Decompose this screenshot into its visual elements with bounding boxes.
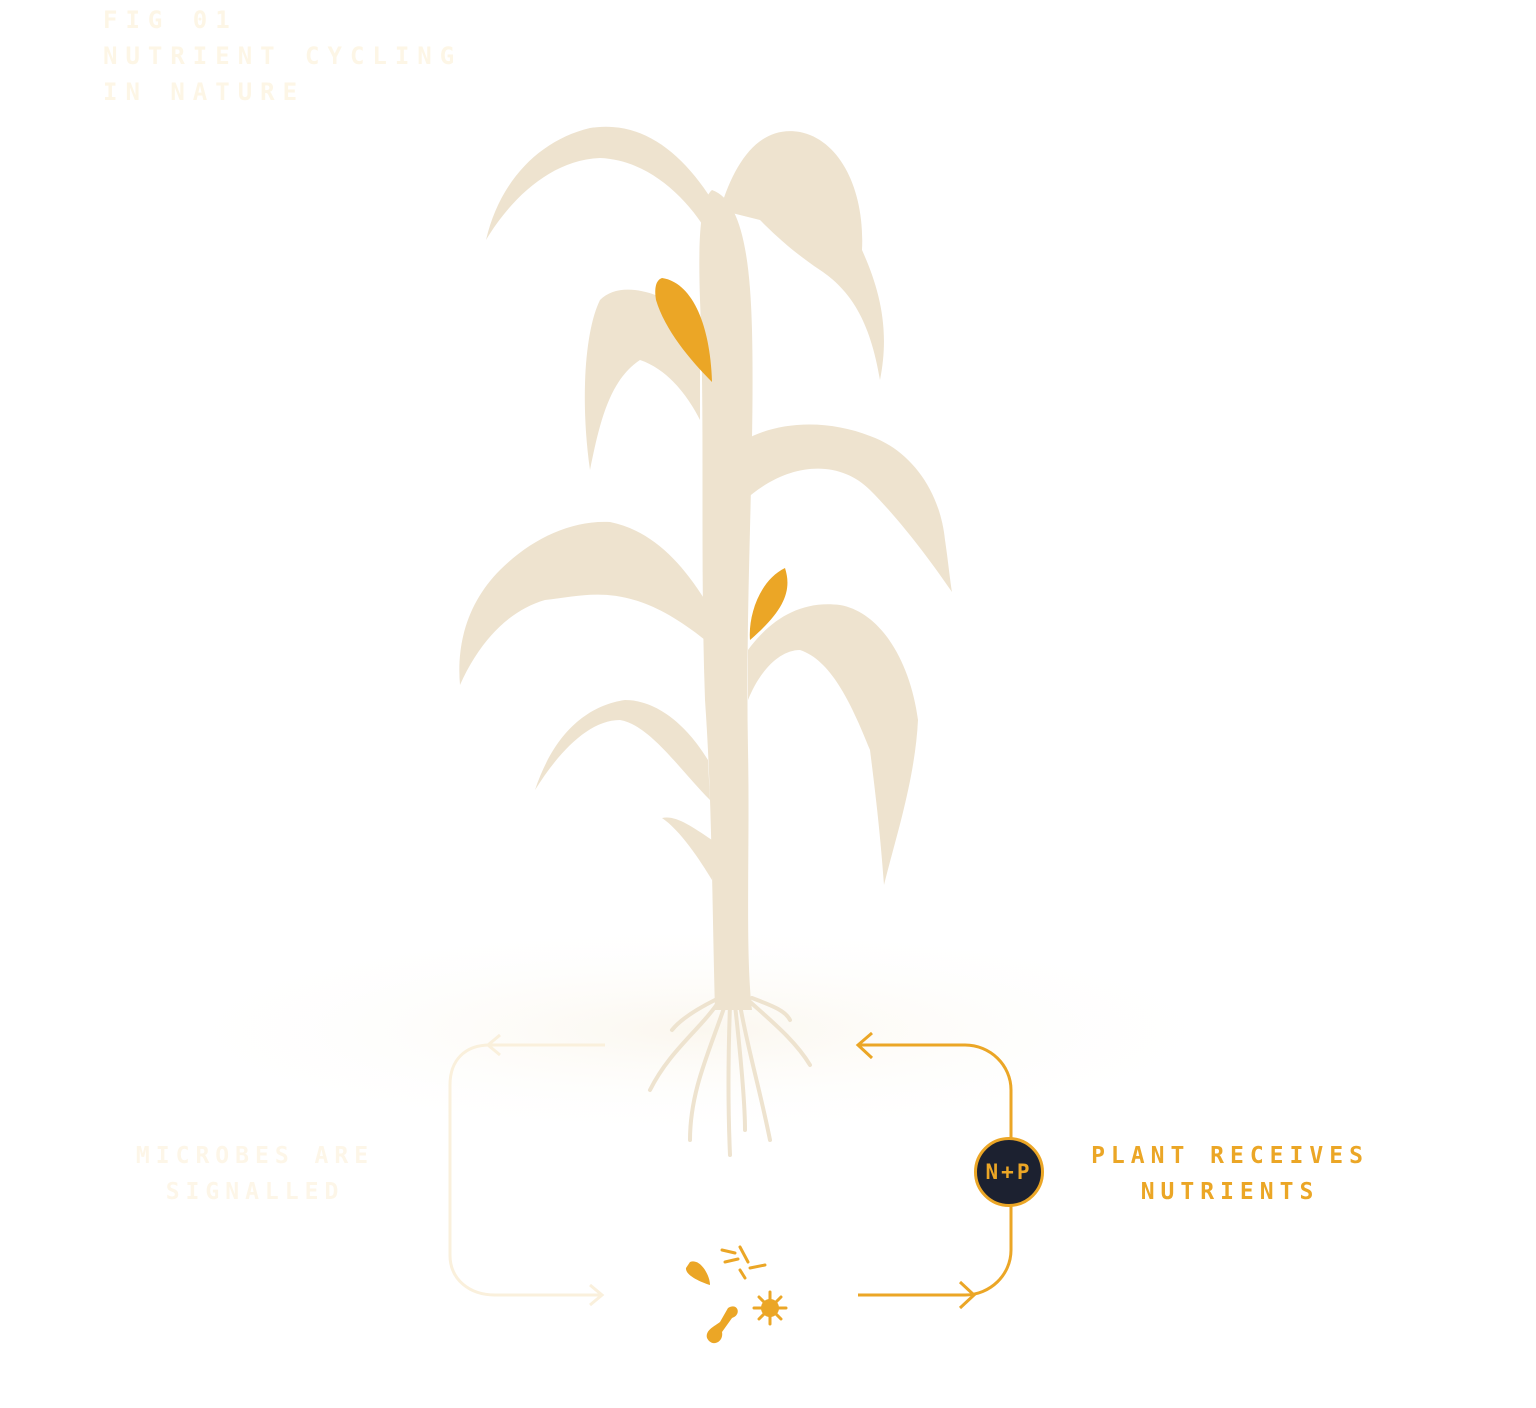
leaf — [745, 424, 952, 592]
leaf — [535, 700, 710, 800]
plant-receives-nutrients-label: PLANT RECEIVES NUTRIENTS — [1085, 1138, 1375, 1210]
figure-heading: FIG 01 NUTRIENT CYCLING IN NATURE — [103, 2, 462, 110]
leaf — [662, 817, 712, 880]
leaf — [486, 126, 712, 240]
left-cycle-arrow — [448, 1033, 605, 1307]
microbe-star-spikes — [720, 1245, 788, 1326]
figure-title-line2: IN NATURE — [103, 78, 306, 106]
badge-text: N+P — [985, 1160, 1033, 1184]
leaf — [748, 604, 918, 885]
figure-title-line1: NUTRIENT CYCLING — [103, 42, 463, 70]
roots — [648, 996, 812, 1157]
microbes — [685, 1245, 788, 1344]
stalk — [699, 190, 753, 1010]
leaf — [720, 131, 884, 380]
microbe-rod — [706, 1306, 738, 1344]
corn-cob — [749, 568, 788, 640]
label-line: MICROBES ARE — [135, 1143, 375, 1169]
figure-number: FIG 01 — [103, 6, 238, 34]
microbe-drop — [685, 1261, 710, 1285]
nutrient-badge: N+P — [974, 1137, 1044, 1207]
label-line: NUTRIENTS — [1140, 1179, 1320, 1205]
plant — [459, 126, 952, 1157]
soil-shadow — [140, 920, 1260, 1140]
microbes-signalled-label: MICROBES ARE SIGNALLED — [110, 1138, 400, 1210]
label-line: SIGNALLED — [165, 1179, 345, 1205]
corn-cob — [655, 278, 712, 382]
leaf — [459, 521, 705, 685]
label-line: PLANT RECEIVES — [1091, 1143, 1369, 1169]
leaf — [584, 289, 700, 470]
